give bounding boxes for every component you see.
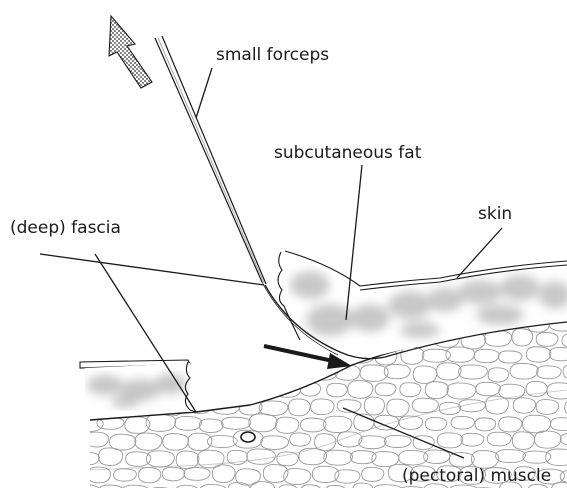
label-skin: skin bbox=[478, 206, 512, 223]
label-subcutaneous-fat: subcutaneous fat bbox=[274, 145, 421, 162]
muscle-cell bbox=[86, 332, 112, 344]
leader-small-forceps bbox=[196, 68, 212, 118]
label-small-forceps: small forceps bbox=[216, 47, 329, 64]
muscle-cell bbox=[228, 313, 249, 328]
muscle-cell bbox=[215, 330, 236, 347]
muscle-cell bbox=[98, 316, 122, 331]
pull-arrow-icon bbox=[109, 16, 152, 88]
muscle-cell bbox=[248, 385, 274, 399]
muscle-cell bbox=[251, 313, 275, 328]
muscle-cell bbox=[240, 333, 260, 346]
muscle-cell bbox=[73, 313, 98, 328]
label-pectoral-muscle: (pectoral) muscle bbox=[402, 468, 551, 485]
muscle-cell bbox=[286, 366, 309, 382]
muscle-cell bbox=[114, 333, 136, 347]
muscle-cell bbox=[225, 350, 252, 364]
muscle-cell bbox=[251, 350, 276, 365]
vessel-icon bbox=[241, 432, 255, 442]
fat-layer-left bbox=[80, 360, 200, 412]
muscle-cell bbox=[214, 367, 235, 383]
label-deep-fascia: (deep) fascia bbox=[10, 220, 121, 237]
muscle-cell bbox=[149, 315, 176, 327]
muscle-cell bbox=[237, 365, 260, 379]
muscle-cell bbox=[261, 366, 290, 382]
muscle-cell bbox=[203, 318, 225, 330]
muscle-cell bbox=[174, 315, 201, 328]
muscle-cell bbox=[187, 330, 212, 347]
leader-deep-fascia-1 bbox=[40, 254, 264, 285]
muscle-cell bbox=[227, 381, 247, 395]
muscle-cell bbox=[136, 330, 159, 348]
muscle-cell bbox=[202, 350, 226, 362]
muscle-cell bbox=[159, 334, 185, 349]
muscle-cell bbox=[198, 383, 226, 400]
